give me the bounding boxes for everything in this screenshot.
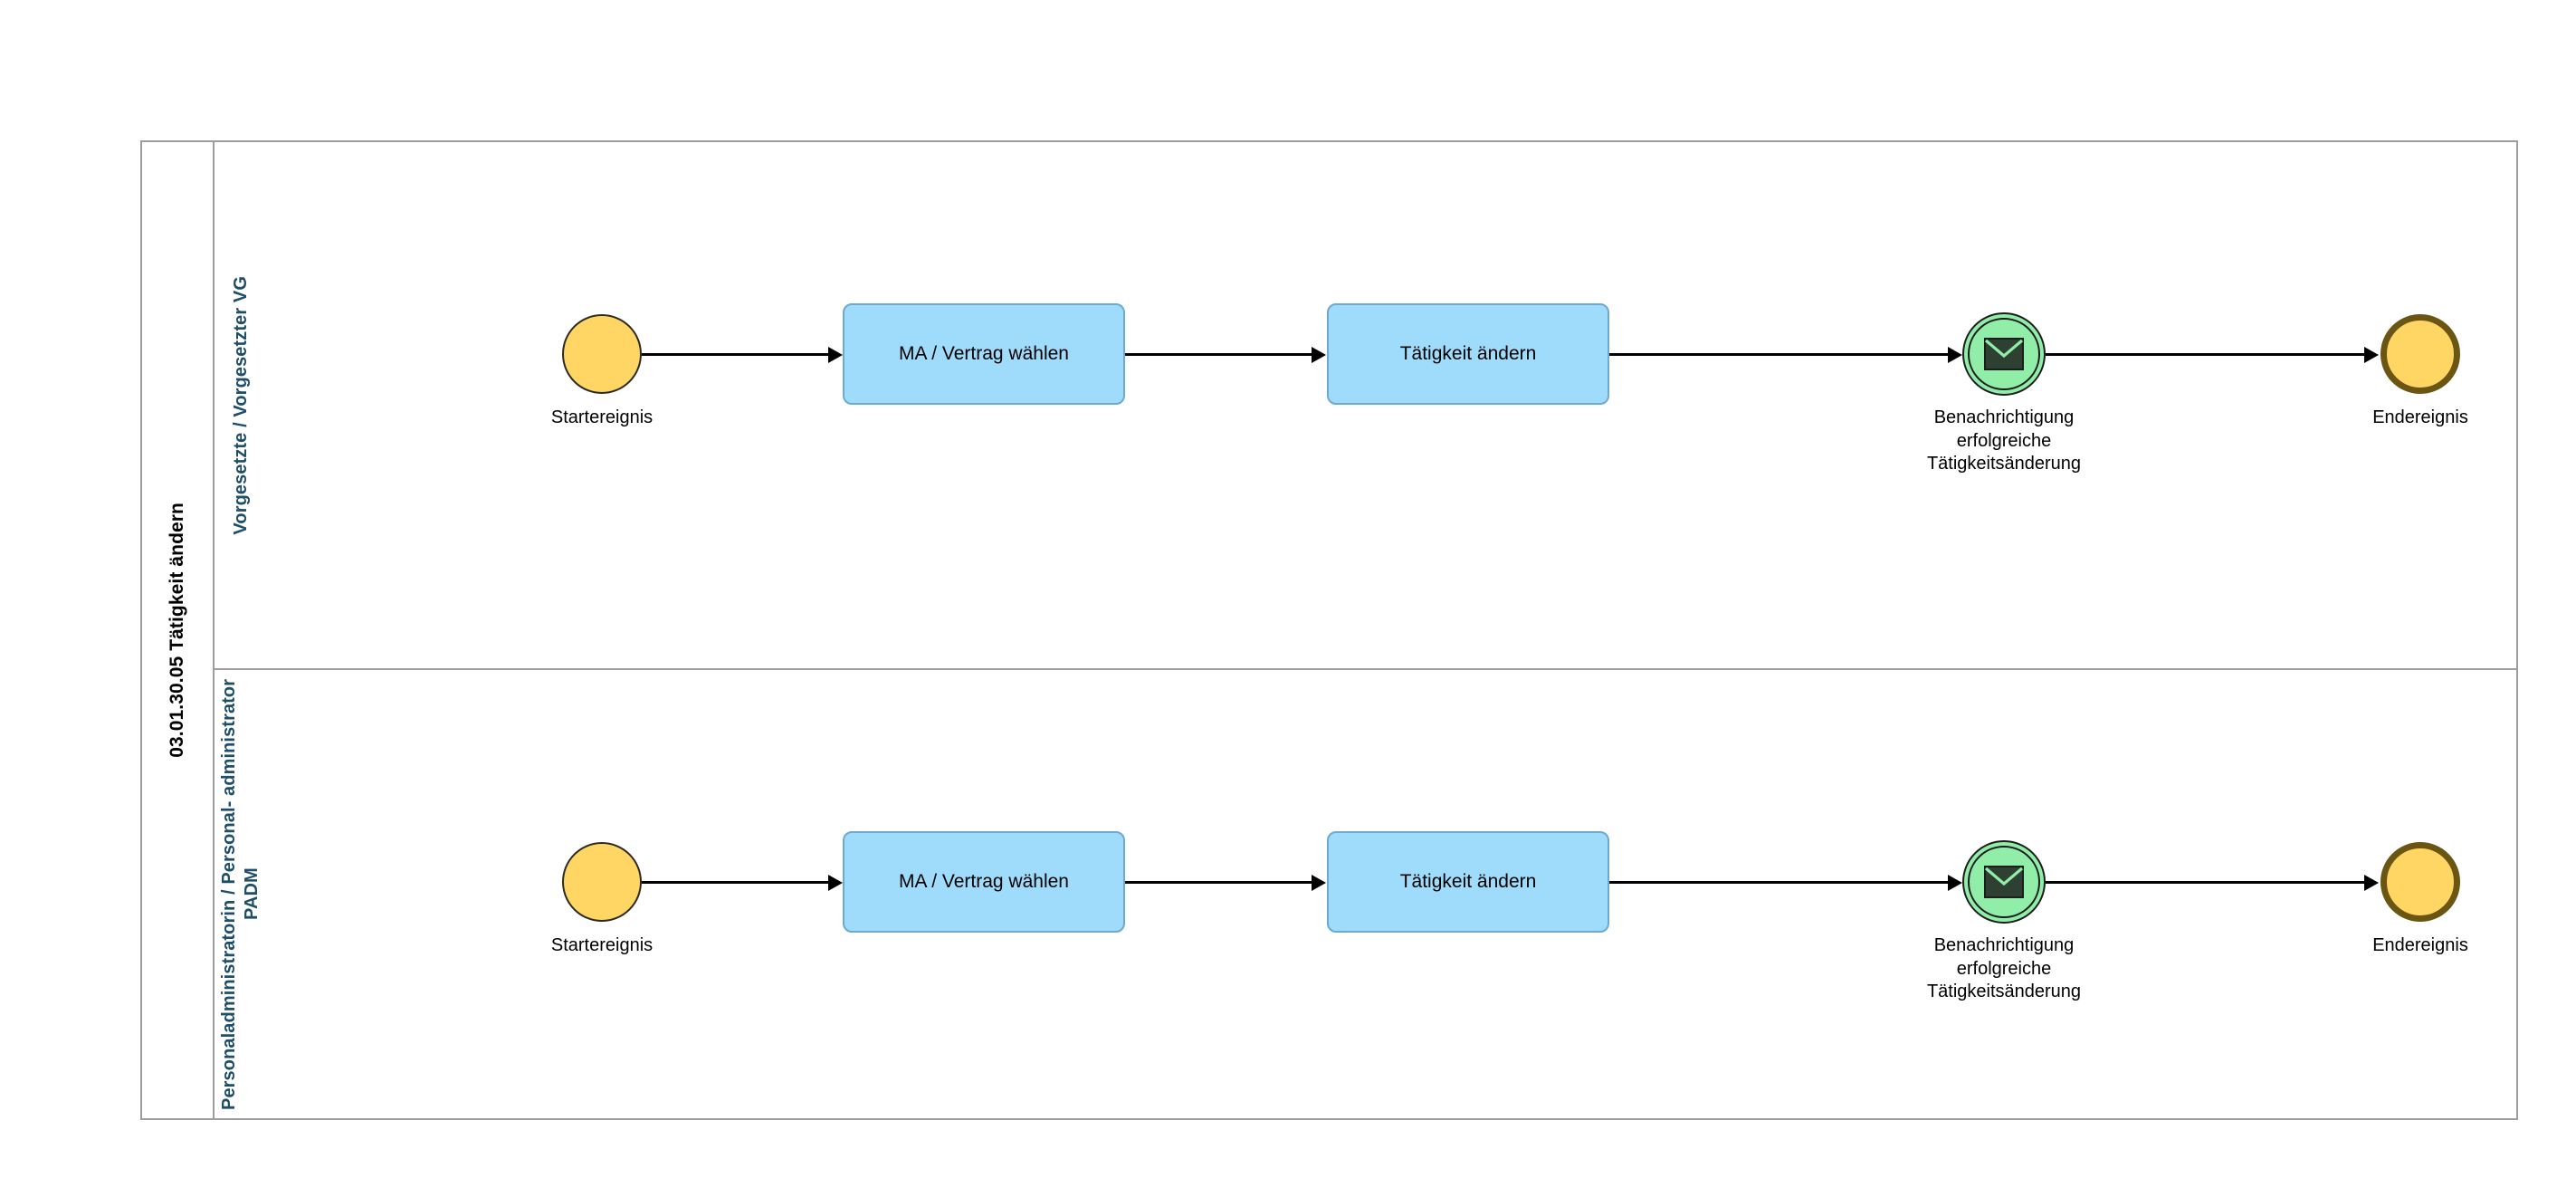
task-label: MA / Vertrag wählen bbox=[899, 870, 1069, 892]
arrowhead-icon bbox=[1312, 347, 1326, 363]
task-taetigkeit-aendern-padm[interactable]: Tätigkeit ändern bbox=[1327, 831, 1609, 933]
sequence-flow-task2-to-message-padm bbox=[1609, 881, 1948, 884]
task-taetigkeit-aendern-vorgesetzte[interactable]: Tätigkeit ändern bbox=[1327, 303, 1609, 405]
lane-padm: Personaladministratorin / Personal- admi… bbox=[215, 670, 2516, 1118]
end-event-padm[interactable] bbox=[2380, 842, 2460, 922]
arrowhead-icon bbox=[828, 347, 843, 363]
lane-header-vorgesetzte: Vorgesetzte / Vorgesetzter VG bbox=[215, 142, 267, 668]
sequence-flow-message-to-end-padm bbox=[2046, 881, 2364, 884]
start-event-vorgesetzte[interactable] bbox=[562, 314, 642, 394]
arrowhead-icon bbox=[2364, 347, 2379, 363]
arrowhead-icon bbox=[828, 875, 843, 891]
pool-header: 03.01.30.05 Tätigkeit ändern bbox=[142, 142, 215, 1118]
task-label: Tätigkeit ändern bbox=[1399, 342, 1537, 364]
task-label: Tätigkeit ändern bbox=[1399, 870, 1537, 892]
sequence-flow-task2-to-message-vorgesetzte bbox=[1609, 353, 1948, 356]
start-event-padm[interactable] bbox=[562, 842, 642, 922]
lane-flow-padm: Startereignis MA / Vertrag wählen Tätigk… bbox=[267, 670, 2516, 1118]
start-event-label-padm: Startereignis bbox=[550, 935, 654, 955]
sequence-flow-start-to-task1-vorgesetzte bbox=[642, 353, 828, 356]
intermediate-message-event-vorgesetzte[interactable] bbox=[1962, 312, 2046, 396]
arrowhead-icon bbox=[2364, 875, 2379, 891]
arrowhead-icon bbox=[1948, 347, 1962, 363]
pool-title: 03.01.30.05 Tätigkeit ändern bbox=[167, 503, 187, 758]
end-event-vorgesetzte[interactable] bbox=[2380, 314, 2460, 394]
event-inner-ring bbox=[1968, 846, 2040, 918]
task-ma-vertrag-waehlen-vorgesetzte[interactable]: MA / Vertrag wählen bbox=[843, 303, 1125, 405]
intermediate-message-event-padm[interactable] bbox=[1962, 840, 2046, 924]
sequence-flow-message-to-end-vorgesetzte bbox=[2046, 353, 2364, 356]
task-label: MA / Vertrag wählen bbox=[899, 342, 1069, 364]
intermediate-message-event-label-padm: Benachrichtigung erfolgreiche Tätigkeits… bbox=[1926, 935, 2082, 1002]
lane-flow-vorgesetzte: Startereignis MA / Vertrag wählen Tätigk… bbox=[267, 142, 2516, 668]
sequence-flow-task1-to-task2-vorgesetzte bbox=[1125, 353, 1312, 356]
intermediate-message-event-label-vorgesetzte: Benachrichtigung erfolgreiche Tätigkeits… bbox=[1926, 407, 2082, 474]
end-event-label-vorgesetzte: Endereignis bbox=[2372, 407, 2468, 427]
arrowhead-icon bbox=[1948, 875, 1962, 891]
task-ma-vertrag-waehlen-padm[interactable]: MA / Vertrag wählen bbox=[843, 831, 1125, 933]
lane-container: Vorgesetzte / Vorgesetzter VG Startereig… bbox=[215, 142, 2516, 1118]
start-event-label-vorgesetzte: Startereignis bbox=[550, 407, 654, 427]
lane-header-padm: Personaladministratorin / Personal- admi… bbox=[215, 670, 267, 1118]
event-inner-ring bbox=[1968, 318, 2040, 390]
end-event-label-padm: Endereignis bbox=[2372, 935, 2468, 955]
envelope-icon bbox=[1984, 866, 2024, 898]
process-pool: 03.01.30.05 Tätigkeit ändern Vorgesetzte… bbox=[140, 140, 2518, 1120]
lane-vorgesetzte: Vorgesetzte / Vorgesetzter VG Startereig… bbox=[215, 142, 2516, 670]
envelope-icon bbox=[1984, 338, 2024, 370]
sequence-flow-start-to-task1-padm bbox=[642, 881, 828, 884]
sequence-flow-task1-to-task2-padm bbox=[1125, 881, 1312, 884]
lane-title-padm: Personaladministratorin / Personal- admi… bbox=[219, 678, 262, 1110]
arrowhead-icon bbox=[1312, 875, 1326, 891]
lane-title-vorgesetzte: Vorgesetzte / Vorgesetzter VG bbox=[230, 275, 251, 535]
